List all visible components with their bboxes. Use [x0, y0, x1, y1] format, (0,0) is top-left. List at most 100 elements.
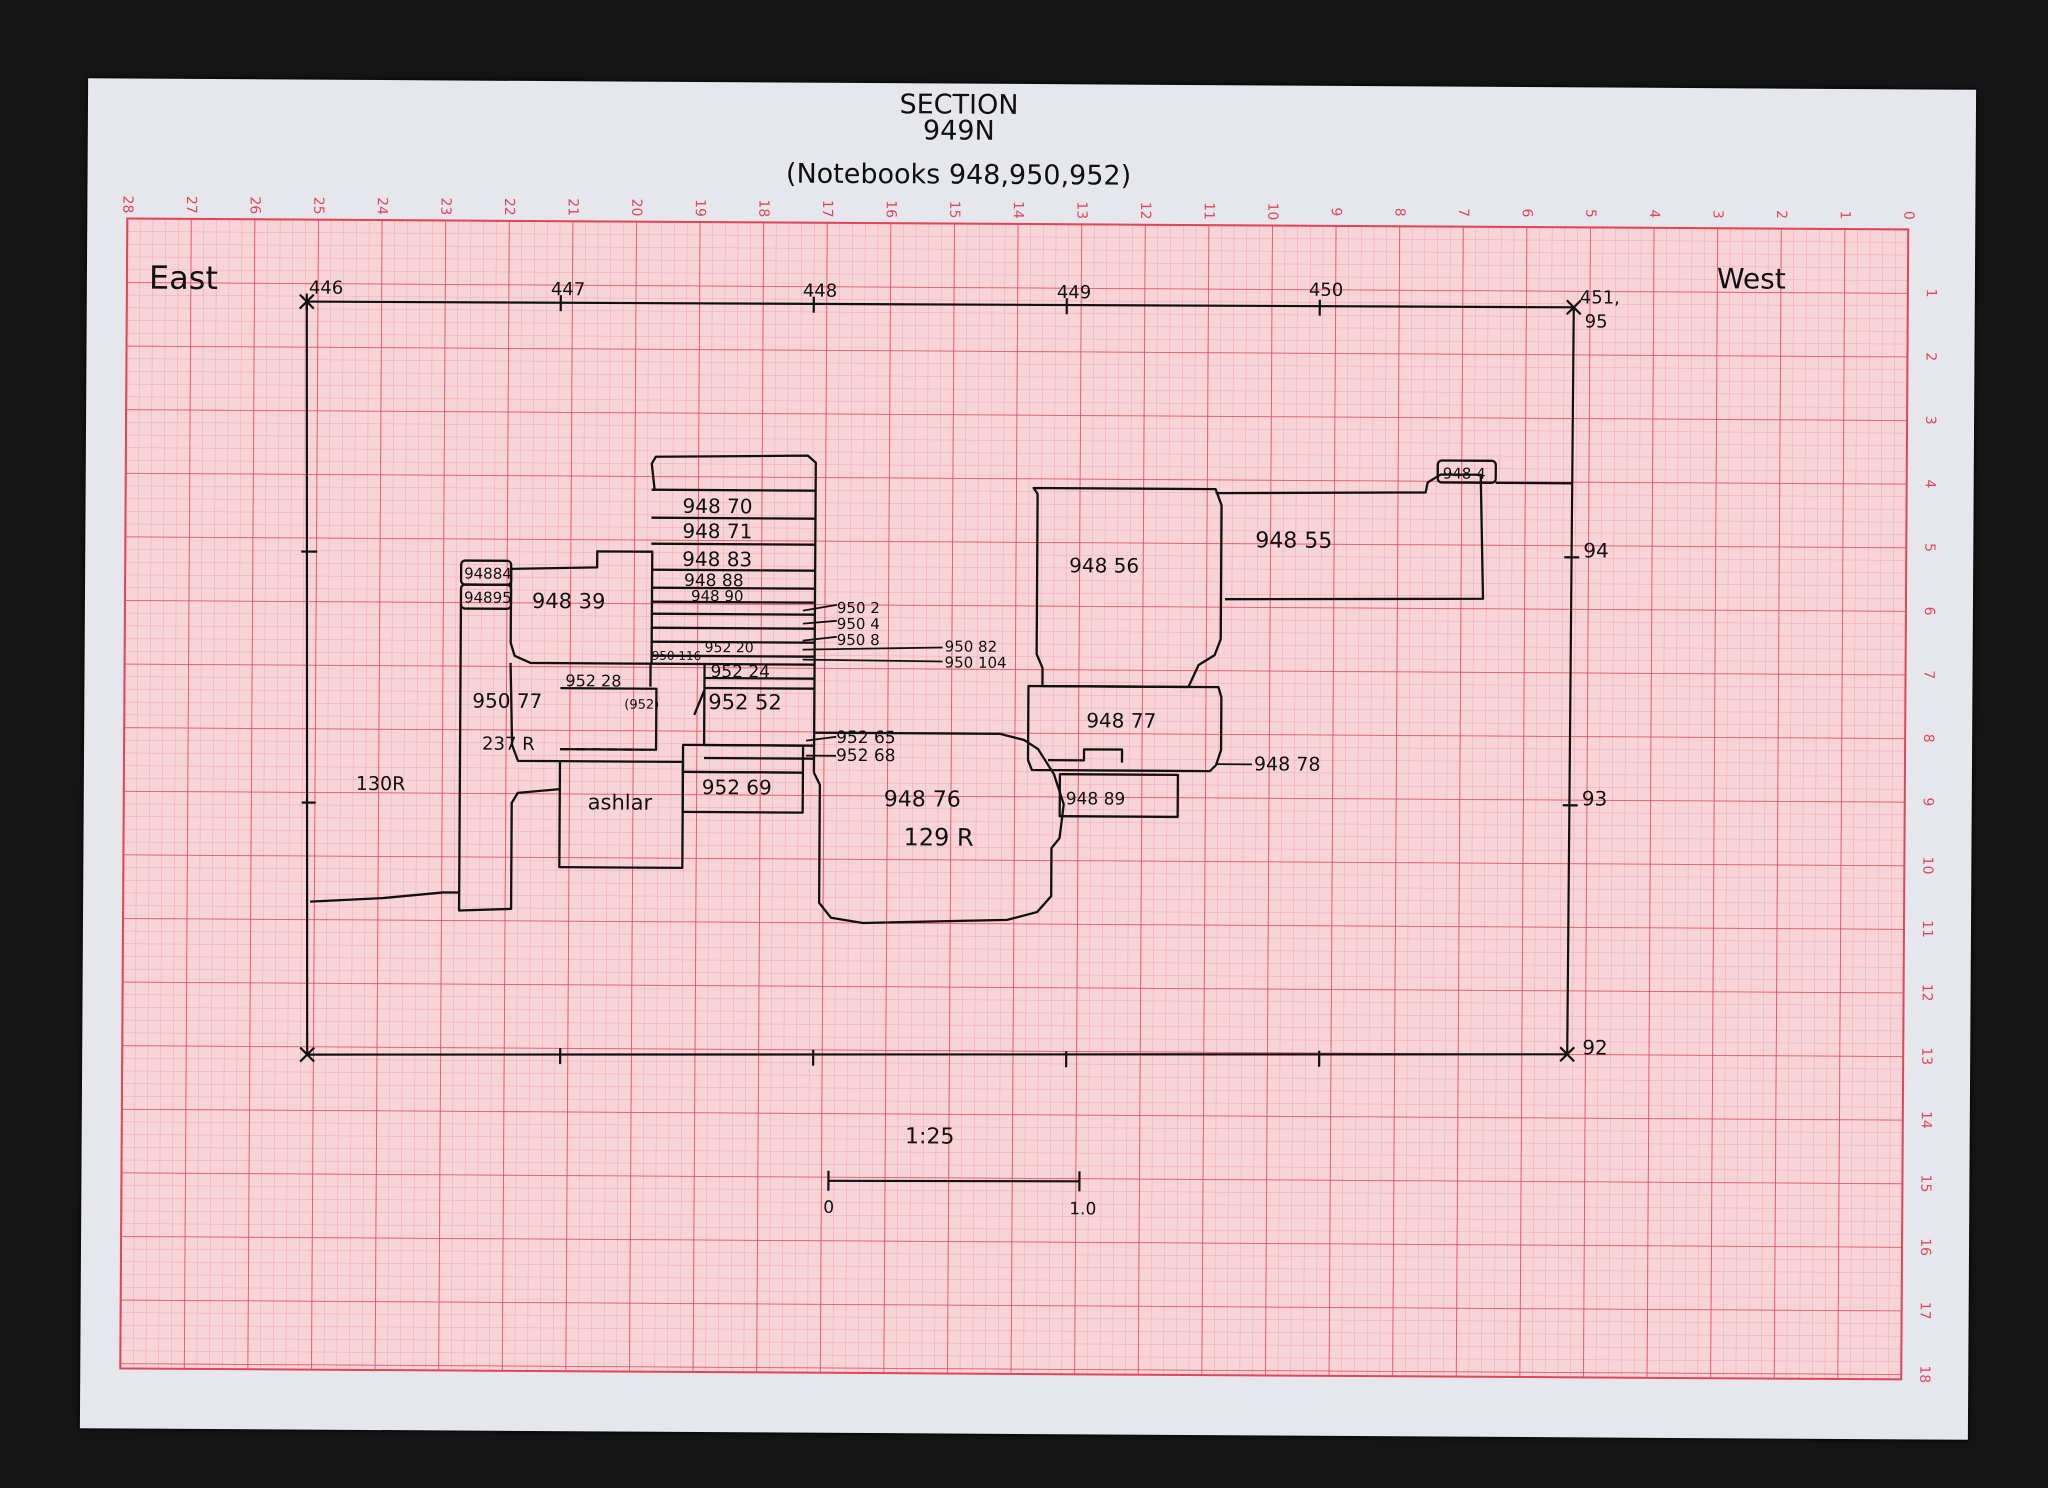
top-axis-number: 11 [1201, 202, 1217, 220]
top-axis-number: 0 [1900, 211, 1916, 220]
unit-948-70: 948 70 [682, 494, 752, 518]
right-axis-number: 7 [1921, 670, 1937, 679]
unit-948-76: 948 76 [884, 787, 961, 812]
top-axis-number: 4 [1646, 209, 1662, 218]
callout-950-104: 950 104 [945, 653, 1007, 671]
top-axis-number: 16 [883, 200, 899, 218]
top-axis-number: 21 [565, 198, 581, 216]
right-axis-number: 1 [1923, 289, 1939, 298]
top-axis-number: 1 [1837, 210, 1853, 219]
callout-948-78: 948 78 [1254, 753, 1321, 775]
right-axis-number: 12 [1919, 984, 1935, 1002]
unit-952-24: 952 24 [710, 662, 770, 682]
top-axis-number: 9 [1328, 207, 1344, 216]
top-axis-number: 18 [755, 199, 771, 217]
top-axis-number: 25 [310, 197, 326, 215]
unit-950-116: 950 116 [652, 649, 702, 663]
west-label: West [1717, 262, 1786, 295]
right-axis-number: 17 [1917, 1302, 1933, 1320]
top-axis-number: 23 [437, 197, 453, 215]
right-axis-number: 4 [1922, 479, 1938, 488]
unit-948-56: 948 56 [1069, 553, 1139, 577]
right-axis-number: 16 [1917, 1238, 1933, 1256]
unit-948-39: 948 39 [532, 589, 606, 613]
unit-950-77: 950 77 [472, 689, 542, 713]
unit-952-52: 952 52 [708, 690, 782, 714]
callout-leaders [802, 603, 1252, 766]
right-axis-number: 8 [1920, 734, 1936, 743]
unit-952-20: 952 20 [705, 640, 754, 656]
grid-label-446: 446 [309, 278, 343, 299]
callout-950-82: 950 82 [945, 637, 998, 655]
top-axis-number: 10 [1264, 203, 1280, 221]
right-axis-number: 3 [1922, 416, 1938, 425]
right-axis-number: 15 [1917, 1175, 1933, 1193]
top-axis-number: 28 [119, 196, 135, 214]
unit-948-89: 948 89 [1066, 789, 1126, 809]
datum-frame [298, 293, 1582, 1068]
callout-950-2: 950 2 [837, 599, 880, 617]
notebooks-note: (Notebooks 948,950,952) [786, 159, 1131, 192]
unit-948-95: 94895 [464, 589, 512, 607]
top-axis-number: 3 [1709, 210, 1725, 219]
right-axis-number: 14 [1918, 1111, 1934, 1129]
section-title: SECTION [899, 89, 1018, 121]
top-axis-number: 27 [183, 196, 199, 214]
unit-948-84-east: 94884 [464, 565, 512, 583]
top-axis-number: 5 [1582, 209, 1598, 218]
unit-129r: 129 R [903, 823, 973, 851]
top-axis-number: 17 [819, 200, 835, 218]
right-axis-number: 6 [1921, 607, 1937, 616]
scale-start: 0 [823, 1198, 834, 1218]
east-label: East [149, 259, 218, 297]
callout-952-68: 952 68 [836, 746, 896, 766]
unit-130r: 130R [356, 773, 406, 795]
top-axis-number: 7 [1455, 208, 1471, 217]
top-axis-number: 19 [692, 199, 708, 217]
top-axis-number: 22 [501, 198, 517, 216]
grid-border [119, 217, 1910, 1381]
unit-948-88: 948 88 [684, 571, 744, 591]
right-axis-number: 9 [1920, 797, 1936, 806]
top-axis-number: 13 [1073, 201, 1089, 219]
unit-948-55: 948 55 [1255, 528, 1332, 553]
top-axis-number: 24 [374, 197, 390, 215]
elev-label-94: 94 [1583, 538, 1609, 562]
elev-label-92: 92 [1582, 1035, 1608, 1059]
right-axis-number: 10 [1919, 857, 1935, 875]
elev-label-93: 93 [1582, 786, 1608, 810]
unit-948-90: 948 90 [691, 587, 744, 605]
right-axis-number: 18 [1916, 1365, 1932, 1383]
right-axis-number: 11 [1919, 920, 1935, 938]
right-axis-number: 5 [1921, 543, 1937, 552]
unit-outlines [310, 454, 1573, 925]
top-axis-number: 26 [247, 196, 263, 214]
top-axis-number: 6 [1519, 209, 1535, 218]
unit-952-sub: (952) [624, 698, 659, 713]
unit-948-83: 948 83 [682, 547, 752, 571]
grid-label-450: 450 [1309, 280, 1343, 301]
scale-ratio: 1:25 [905, 1124, 955, 1149]
top-axis-number: 12 [1137, 202, 1153, 220]
top-axis-number: 20 [628, 199, 644, 217]
top-axis-number: 2 [1773, 210, 1789, 219]
scale-bar [827, 1170, 1081, 1192]
callout-950-8: 950 8 [837, 631, 880, 649]
scale-end: 1.0 [1069, 1199, 1096, 1219]
callout-950-4: 950 4 [837, 615, 880, 633]
unit-952-69: 952 69 [702, 775, 772, 799]
callout-952-65: 952 65 [836, 728, 896, 748]
grid-label-451: 451, [1580, 287, 1620, 308]
grid-label-449: 449 [1057, 282, 1091, 303]
major-grid [120, 218, 1909, 1380]
unit-952-28: 952 28 [565, 671, 621, 690]
grid-label-448: 448 [803, 281, 837, 302]
right-axis-number: 13 [1918, 1047, 1934, 1065]
top-axis-number: 15 [946, 201, 962, 219]
unit-948-71: 948 71 [682, 519, 752, 543]
unit-948-84-west: 948 4 [1443, 465, 1486, 483]
elev-label-95: 95 [1585, 311, 1608, 332]
